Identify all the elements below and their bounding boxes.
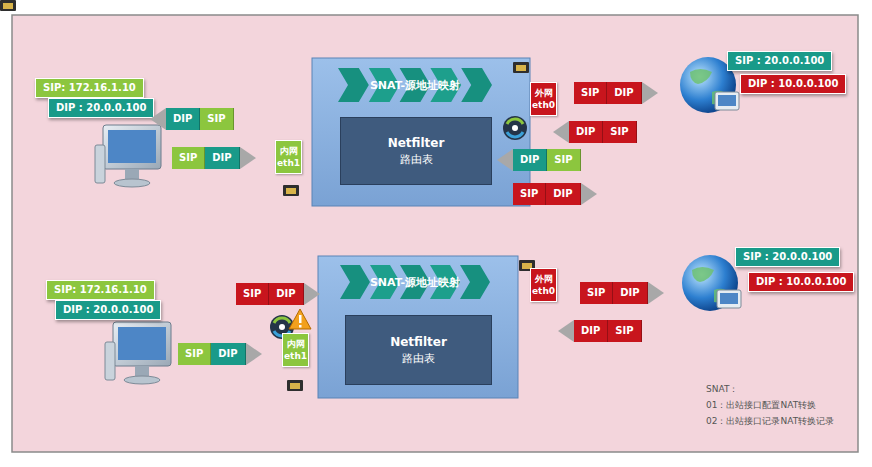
box-text: 路由表: [400, 152, 433, 168]
interface-box: 内网 eth1: [282, 333, 309, 367]
packet-field: SIP: [574, 82, 607, 104]
box-text: 路由表: [402, 351, 435, 367]
address-tag: SIP : 20.0.0.100: [727, 51, 832, 71]
packet-arrow: DIPSIP: [150, 108, 234, 130]
interface-box: 内网 eth1: [275, 140, 302, 174]
arrow-head: [150, 108, 166, 130]
note-line: 01：出站接口配置NAT转换: [706, 397, 834, 413]
packet-arrow: DIPSIP: [553, 121, 637, 143]
packet-field: SIP: [236, 283, 269, 305]
address-tag: SIP: 172.16.1.10: [35, 78, 144, 98]
arrow-head: [246, 343, 262, 365]
arrow-head: [304, 283, 320, 305]
address-text: DIP : 20.0.0.100: [56, 101, 146, 115]
address-tag: DIP : 10.0.0.100: [740, 74, 846, 94]
address-tag: DIP : 20.0.0.100: [48, 98, 154, 118]
address-tag: DIP : 20.0.0.100: [55, 300, 161, 320]
address-tag: SIP: 172.16.1.10: [46, 280, 155, 300]
address-text: SIP: 172.16.1.10: [43, 81, 136, 95]
arrow-head: [553, 121, 569, 143]
packet-field: DIP: [574, 320, 608, 342]
packet-arrow: SIPDIP: [574, 82, 658, 104]
interface-label: 外网 eth0: [532, 273, 555, 297]
packet-arrow: SIPDIP: [580, 282, 664, 304]
address-tag: DIP : 10.0.0.100: [748, 272, 854, 292]
packet-arrow: SIPDIP: [178, 343, 262, 365]
address-text: DIP : 10.0.0.100: [748, 77, 838, 91]
packet-field: SIP: [200, 108, 233, 130]
arrow-head: [648, 282, 664, 304]
packet-arrow: DIPSIP: [497, 149, 581, 171]
interface-box: 外网 eth0: [530, 82, 557, 116]
band-title: SNAT-源地址映射: [370, 78, 460, 93]
arrow-head: [240, 147, 256, 169]
address-text: SIP: 172.16.1.10: [54, 283, 147, 297]
packet-arrow: DIPSIP: [558, 320, 642, 342]
packet-field: DIP: [205, 147, 239, 169]
packet-field: DIP: [269, 283, 303, 305]
note-line: SNAT：: [706, 381, 834, 397]
snat-band: SNAT-源地址映射: [338, 68, 492, 102]
interface-label: 外网 eth0: [532, 87, 555, 111]
address-text: SIP : 20.0.0.100: [735, 54, 824, 68]
packet-field: DIP: [607, 82, 641, 104]
arrow-head: [642, 82, 658, 104]
note-block: SNAT：01：出站接口配置NAT转换02：出站接口记录NAT转换记录: [706, 381, 834, 429]
arrow-head: [558, 320, 574, 342]
arrow-head: [581, 183, 597, 205]
packet-field: SIP: [547, 149, 580, 171]
note-line: 02：出站接口记录NAT转换记录: [706, 413, 834, 429]
packet-field: DIP: [513, 149, 547, 171]
address-text: DIP : 10.0.0.100: [756, 275, 846, 289]
packet-field: SIP: [172, 147, 205, 169]
packet-field: DIP: [613, 282, 647, 304]
packet-field: DIP: [166, 108, 200, 130]
interface-label: 内网 eth1: [277, 145, 300, 169]
snat-band: SNAT-源地址映射: [340, 265, 490, 299]
packet-field: DIP: [211, 343, 245, 365]
interface-label: 内网 eth1: [284, 338, 307, 362]
address-tag: SIP : 20.0.0.100: [735, 247, 840, 267]
box-text: Netfilter: [388, 135, 445, 152]
address-text: DIP : 20.0.0.100: [63, 303, 153, 317]
packet-field: SIP: [513, 183, 546, 205]
packet-field: SIP: [580, 282, 613, 304]
packet-field: SIP: [603, 121, 636, 143]
packet-field: DIP: [546, 183, 580, 205]
netfilter-box: Netfilter路由表: [340, 117, 492, 185]
packet-arrow: SIPDIP: [236, 283, 320, 305]
arrow-head: [497, 149, 513, 171]
box-text: Netfilter: [390, 334, 447, 351]
packet-field: DIP: [569, 121, 603, 143]
address-text: SIP : 20.0.0.100: [743, 250, 832, 264]
netfilter-box: Netfilter路由表: [345, 315, 492, 385]
band-title: SNAT-源地址映射: [370, 275, 460, 290]
packet-field: SIP: [608, 320, 641, 342]
packet-field: SIP: [178, 343, 211, 365]
packet-arrow: SIPDIP: [513, 183, 597, 205]
interface-box: 外网 eth0: [530, 268, 557, 302]
packet-arrow: SIPDIP: [172, 147, 256, 169]
